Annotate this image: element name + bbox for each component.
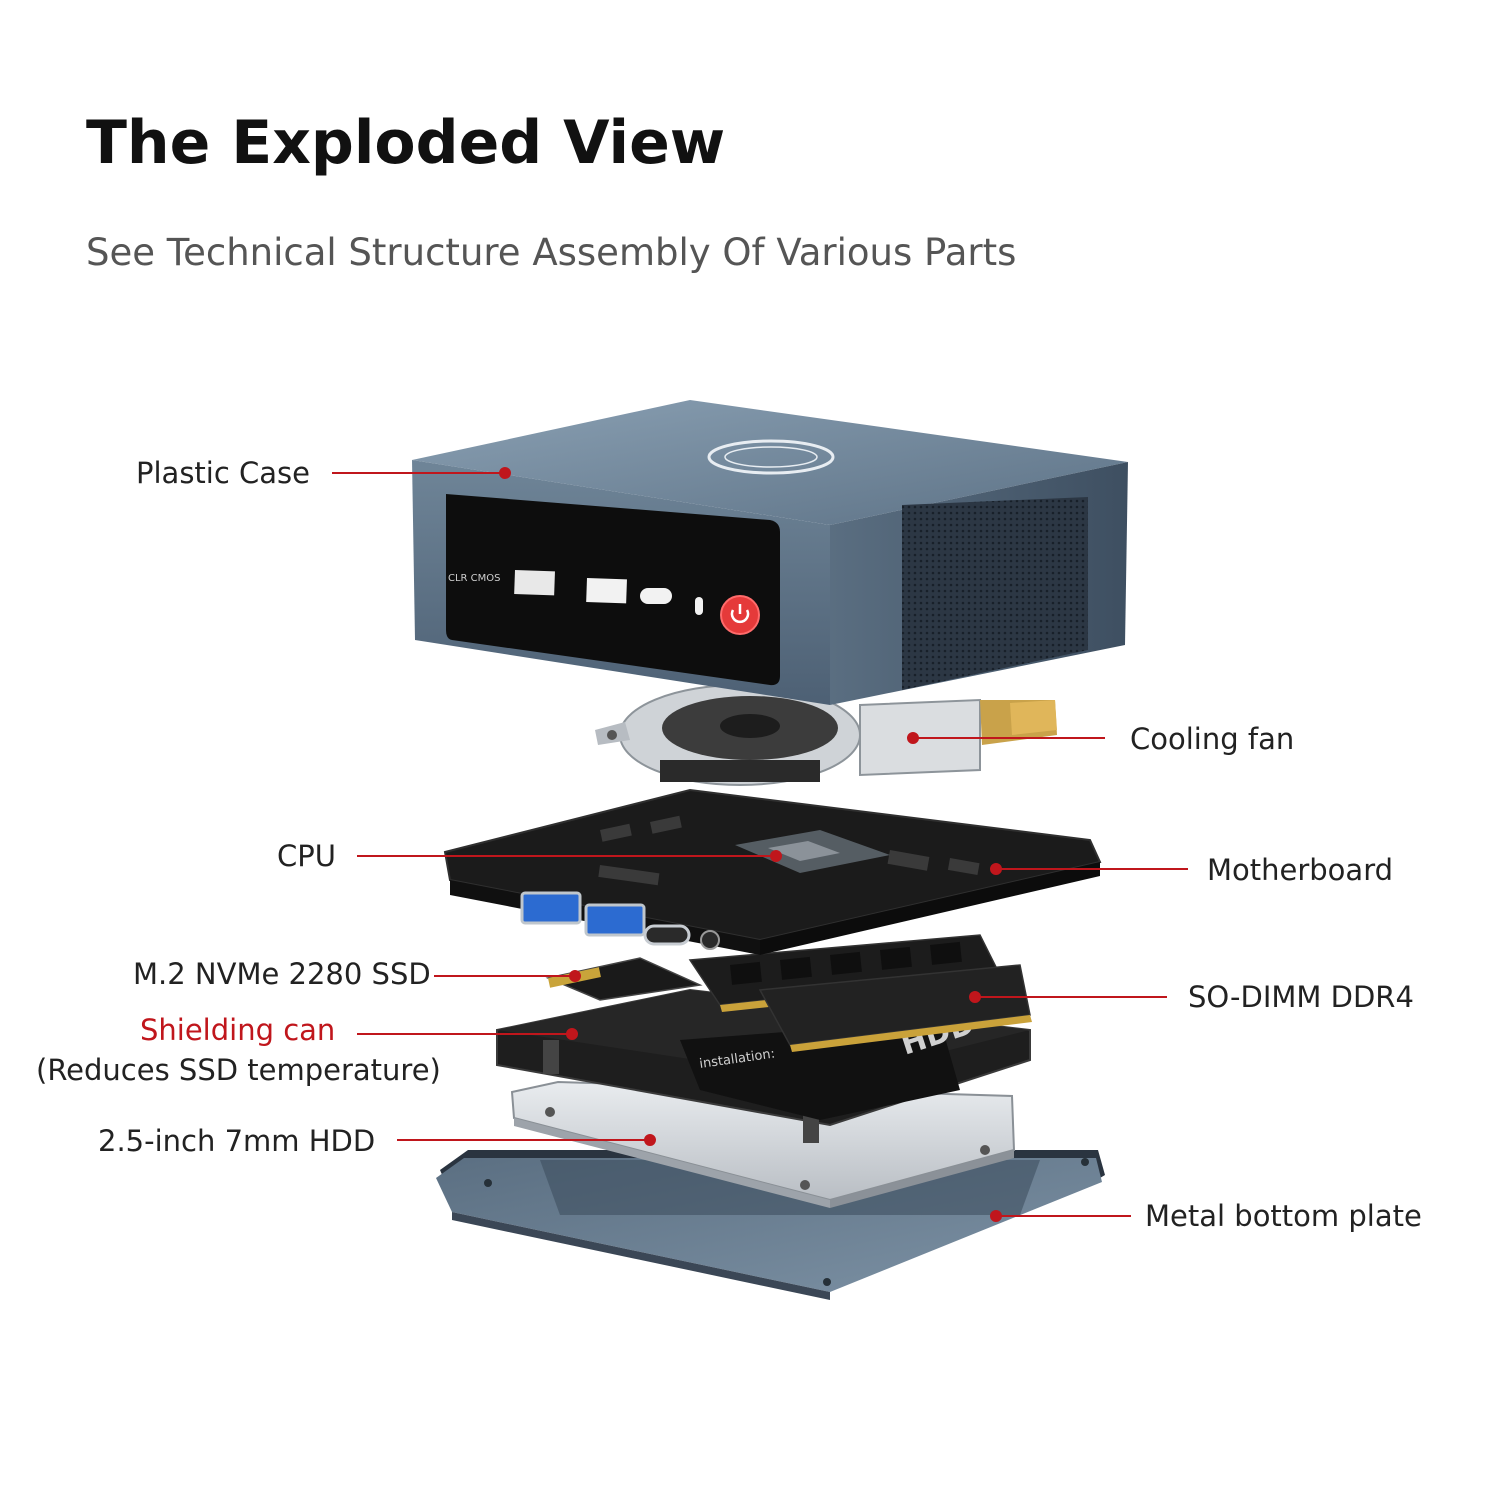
cooling-fan	[595, 684, 1057, 786]
label-bottom-plate: Metal bottom plate	[1145, 1199, 1422, 1233]
label-hdd: 2.5-inch 7mm HDD	[98, 1124, 376, 1158]
hdd-drive	[510, 1080, 1016, 1208]
label-shielding-can: Shielding can	[140, 1013, 336, 1047]
label-so-dimm: SO-DIMM DDR4	[1188, 980, 1414, 1014]
label-motherboard: Motherboard	[1207, 853, 1394, 887]
so-dimm-modules	[688, 934, 1032, 1052]
label-plastic-case: Plastic Case	[136, 456, 310, 490]
label-cpu: CPU	[277, 839, 336, 873]
page-title: The Exploded View	[86, 108, 726, 178]
shielding-can: installation: HDD	[496, 988, 1031, 1143]
callout-lines	[332, 467, 1188, 1222]
label-shielding-note: (Reduces SSD temperature)	[36, 1053, 441, 1087]
label-ssd: M.2 NVMe 2280 SSD	[133, 957, 431, 991]
page-subtitle: See Technical Structure Assembly Of Vari…	[86, 231, 1017, 274]
label-cooling-fan: Cooling fan	[1130, 722, 1295, 756]
motherboard	[443, 788, 1102, 955]
clr-cmos-label: CLR CMOS	[448, 573, 501, 584]
plastic-case: CLR CMOS	[412, 400, 1128, 705]
